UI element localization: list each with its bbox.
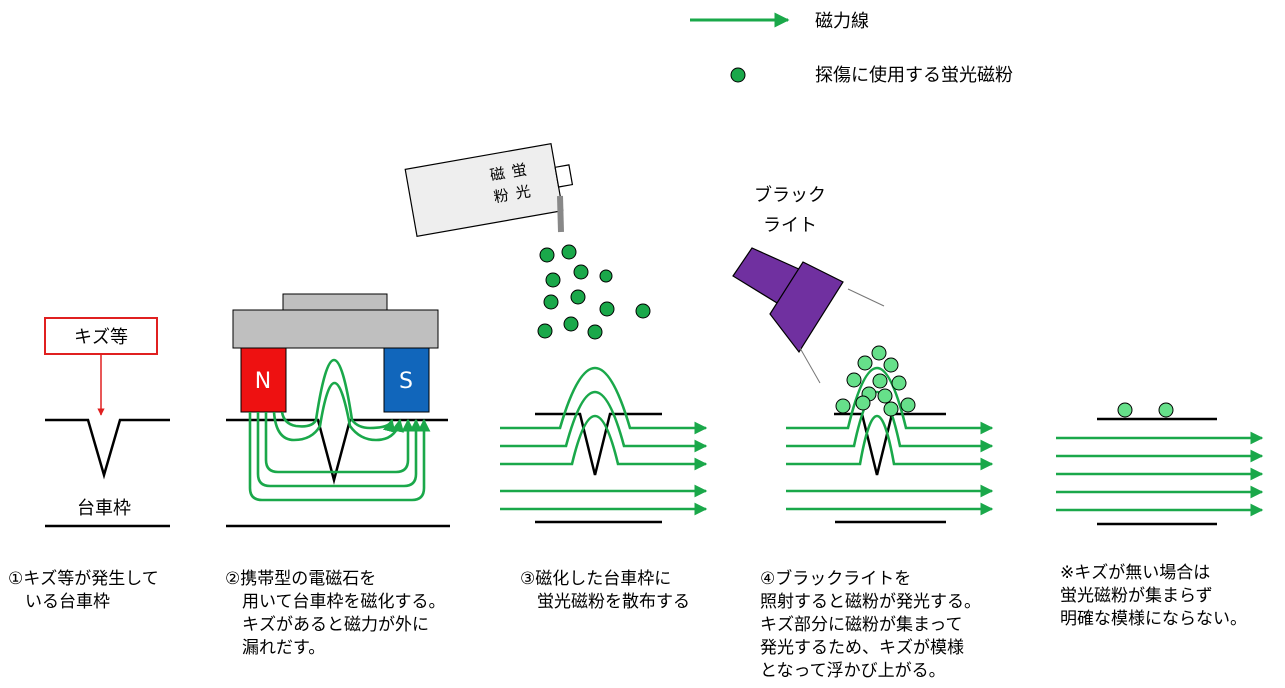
field-lines-panel-3 — [500, 366, 708, 516]
particle — [871, 345, 887, 361]
particle — [857, 355, 873, 371]
electromagnet-body — [232, 309, 439, 349]
light-ray — [799, 347, 821, 384]
frame-top-surface-with-crack — [535, 412, 662, 476]
frame-label: 台車枠 — [77, 498, 131, 519]
caption-line: 蛍光磁粉を散布する — [520, 592, 690, 612]
glowing-particles — [835, 345, 916, 417]
particle — [570, 289, 586, 305]
caption-5: ※キズが無い場合は 蛍光磁粉が集まらず 明確な模様にならない。 — [1060, 563, 1247, 629]
field-line — [500, 366, 708, 435]
field-line — [500, 391, 708, 453]
field-lines-panel-5 — [1056, 431, 1264, 517]
panel-2-electromagnet: N S — [226, 293, 450, 528]
caption-line: ①キズ等が発生して — [8, 569, 159, 589]
particle — [855, 395, 871, 411]
field-line — [248, 412, 431, 502]
field-line — [280, 358, 396, 433]
panel-3-spray: 蛍 光 磁 粉 — [404, 142, 708, 524]
field-line — [786, 391, 994, 453]
blacklight-lamp-head — [769, 261, 844, 354]
field-line — [786, 414, 994, 471]
caption-3: ③磁化した台車枠に 蛍光磁粉を散布する — [520, 569, 690, 612]
particle — [537, 323, 553, 339]
particle — [872, 373, 888, 389]
panel-1-defect: キズ等 台車枠 — [44, 317, 170, 528]
particle — [635, 303, 651, 319]
legend: 磁力線 探傷に使用する蛍光磁粉 — [690, 11, 1013, 86]
caption-2: ②携帯型の電磁石を 用いて台車枠を磁化する。 キズがあると磁力が外に 漏れだす。 — [225, 569, 446, 658]
particle — [1117, 402, 1133, 418]
particle — [545, 272, 561, 288]
particle — [877, 388, 893, 404]
field-line — [264, 412, 415, 474]
field-line — [256, 412, 423, 488]
field-line — [272, 381, 405, 442]
legend-field-line-label: 磁力線 — [815, 11, 869, 32]
field-lines-panel-2 — [248, 358, 431, 502]
particle — [599, 269, 613, 283]
caption-line: 蛍光磁粉が集まらず — [1060, 586, 1213, 606]
particle — [883, 357, 899, 373]
magnet-n-pole — [240, 347, 287, 413]
caption-line: ④ブラックライトを — [760, 568, 911, 589]
can-label-char: 粉 — [492, 186, 510, 206]
caption-line: ※キズが無い場合は — [1060, 563, 1210, 583]
caption-line: キズ部分に磁粉が集まって — [760, 615, 962, 635]
caption-1: ①キズ等が発生して いる台車枠 — [8, 569, 159, 612]
particle — [891, 375, 907, 391]
light-ray — [847, 288, 885, 307]
blacklight-label-line-1: ブラック — [754, 184, 826, 206]
caption-line: 明確な模様にならない。 — [1060, 609, 1247, 629]
caption-line: ③磁化した台車枠に — [520, 569, 671, 589]
spray-can-body — [404, 142, 564, 238]
particle — [563, 316, 579, 332]
electromagnet-handle — [282, 293, 388, 311]
magnet-s-label: S — [399, 369, 413, 394]
particle — [846, 372, 862, 388]
particle — [543, 294, 559, 310]
caption-4: ④ブラックライトを 照射すると磁粉が発光する。 キズ部分に磁粉が集まって 発光す… — [760, 568, 981, 681]
caption-line: ②携帯型の電磁石を — [225, 569, 376, 589]
caption-line: キズがあると磁力が外に — [225, 615, 429, 635]
panel-5-no-defect — [1056, 402, 1264, 526]
field-line — [500, 414, 708, 471]
particle — [900, 397, 916, 413]
can-label-char: 光 — [514, 182, 532, 202]
particle — [573, 264, 589, 280]
particle — [587, 324, 603, 340]
frame-top-surface-with-crack — [45, 418, 170, 480]
legend-particle-label: 探傷に使用する蛍光磁粉 — [815, 65, 1013, 86]
spray-can-nozzle — [554, 164, 574, 188]
caption-line: 漏れだす。 — [225, 638, 325, 658]
legend-particle-icon — [730, 67, 746, 83]
can-label-char: 磁 — [489, 164, 507, 184]
panel-4-blacklight: ブラック ライト — [732, 184, 994, 524]
particle — [883, 401, 899, 417]
particle — [539, 247, 555, 263]
magnet-n-label: N — [255, 369, 271, 394]
frame-top-surface-with-crack — [226, 418, 448, 485]
caption-line: 用いて台車枠を磁化する。 — [225, 592, 446, 612]
particle — [1158, 402, 1174, 418]
spray-can: 蛍 光 磁 粉 — [404, 142, 574, 238]
caption-line: となって浮かび上がる。 — [760, 661, 946, 681]
particle — [561, 244, 577, 260]
spray-stream — [557, 195, 564, 233]
field-line — [786, 366, 994, 435]
field-lines-panel-4 — [786, 366, 994, 516]
particle — [835, 398, 851, 414]
caption-line: いる台車枠 — [8, 592, 110, 612]
particle — [599, 301, 615, 317]
caption-line: 照射すると磁粉が発光する。 — [760, 592, 981, 612]
sprayed-particles — [537, 244, 651, 340]
blacklight-label-line-2: ライト — [763, 215, 817, 236]
caption-line: 発光するため、キズが模様 — [760, 638, 964, 658]
defect-label: キズ等 — [74, 327, 128, 348]
can-label-char: 蛍 — [510, 160, 528, 180]
magnet-s-pole — [383, 347, 430, 413]
